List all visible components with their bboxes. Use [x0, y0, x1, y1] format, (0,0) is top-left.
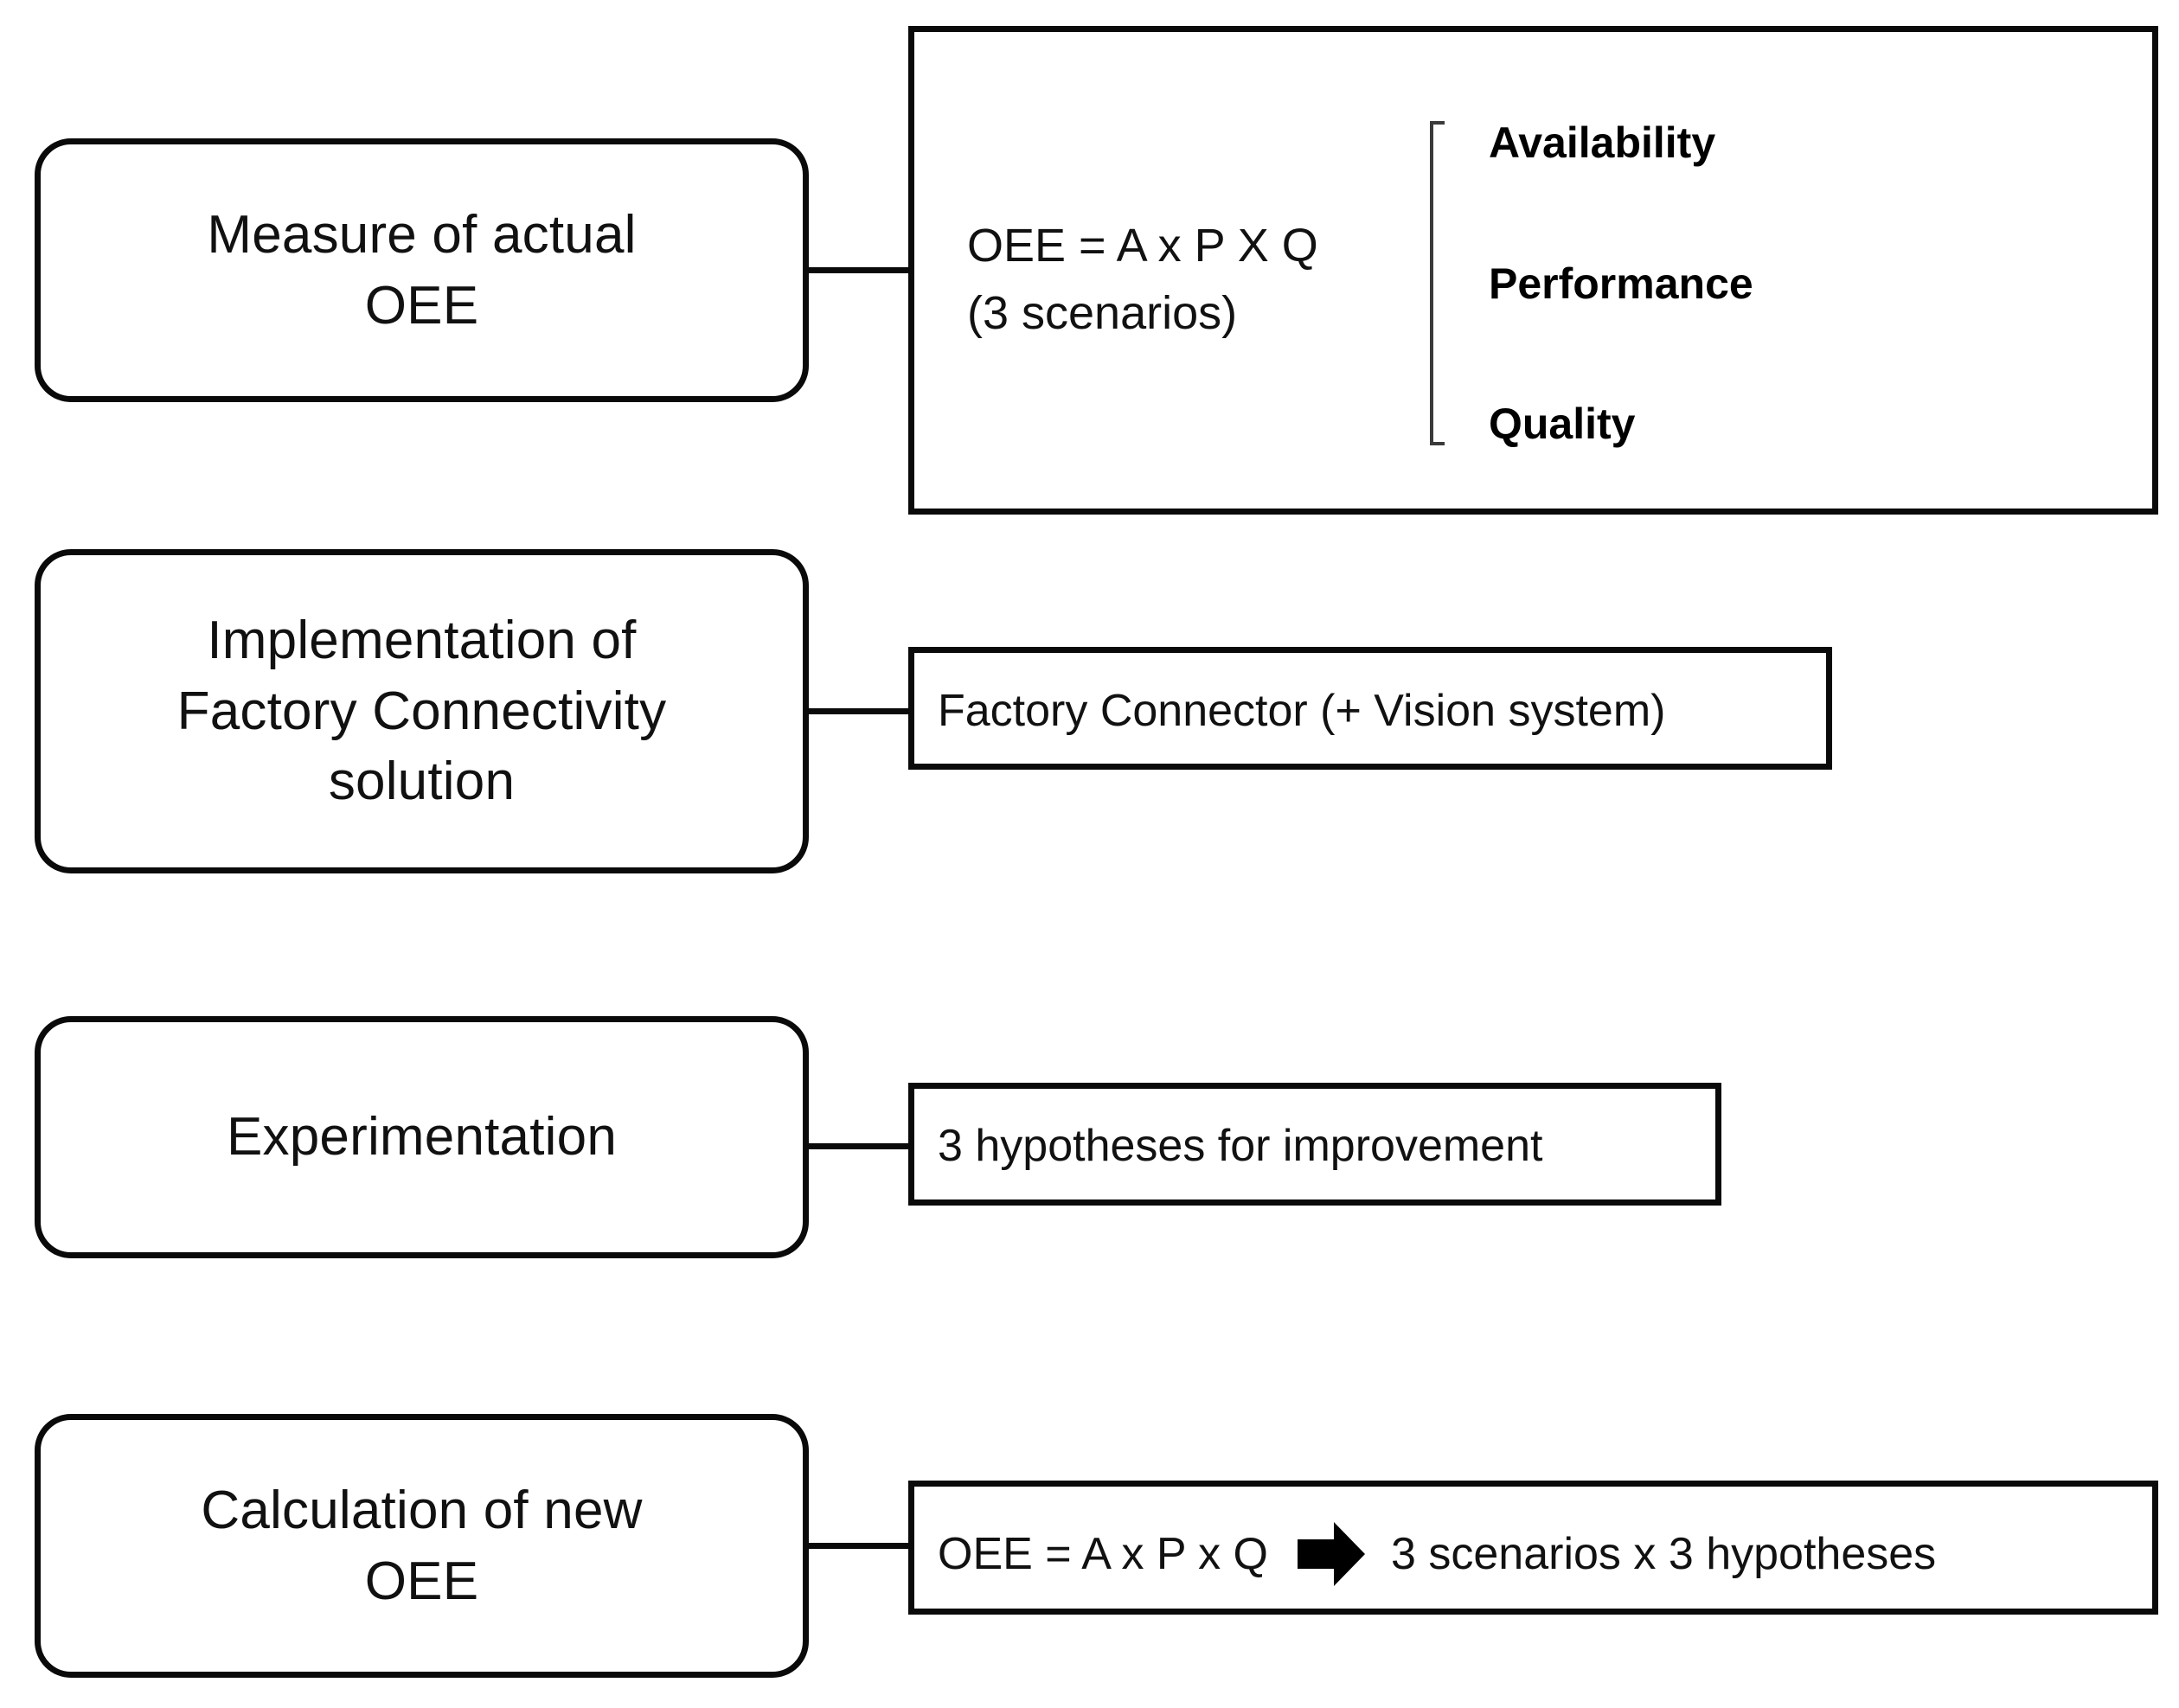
oee-factor-performance: Performance: [1489, 259, 1753, 308]
oee-factor-availability: Availability: [1489, 118, 1716, 167]
step-box-calculation-of-new-oee[interactable]: Calculation of new OEE: [35, 1414, 809, 1678]
right-block-arrow-icon: [1298, 1522, 1366, 1586]
step-box-experimentation[interactable]: Experimentation: [35, 1016, 809, 1258]
connector-line-row-2: [804, 708, 912, 714]
connector-line-row-1: [804, 267, 912, 273]
curly-bracket-icon: [1430, 121, 1449, 445]
detail-box-factory-connector[interactable]: [908, 647, 1832, 770]
detail-box-hypotheses[interactable]: [908, 1083, 1721, 1206]
scenarios-hypotheses-text: 3 scenarios x 3 hypotheses: [1391, 1528, 1937, 1579]
connector-line-row-4: [804, 1543, 912, 1549]
oee-formula-text: OEE = A x P X Q (3 scenarios): [967, 220, 1318, 340]
detail-box-oee-formula[interactable]: [908, 26, 2158, 515]
step-box-label: Measure of actual OEE: [207, 204, 637, 336]
step-box-label: Calculation of new OEE: [201, 1480, 643, 1611]
factory-connector-text: Factory Connector (+ Vision system): [938, 686, 1666, 736]
step-box-measure-of-actual-oee[interactable]: Measure of actual OEE: [35, 138, 809, 402]
detail-box-new-oee-calculation[interactable]: [908, 1481, 2158, 1615]
step-box-implementation-of-factory-connectivity-solution[interactable]: Implementation of Factory Connectivity s…: [35, 549, 809, 873]
new-oee-detail-row: OEE = A x P x Q 3 scenarios x 3 hypothes…: [938, 1522, 1936, 1586]
step-box-label: Experimentation: [226, 1107, 618, 1167]
step-box-label: Implementation of Factory Connectivity s…: [176, 610, 667, 812]
hypotheses-text: 3 hypotheses for improvement: [938, 1121, 1543, 1171]
oee-factors-bracket-group: Availability Performance Quality: [1430, 121, 1753, 445]
new-oee-formula-text: OEE = A x P x Q: [938, 1528, 1269, 1579]
oee-factor-quality: Quality: [1489, 400, 1636, 448]
connector-line-row-3: [804, 1143, 912, 1149]
oee-factor-list: Availability Performance Quality: [1449, 121, 1753, 445]
